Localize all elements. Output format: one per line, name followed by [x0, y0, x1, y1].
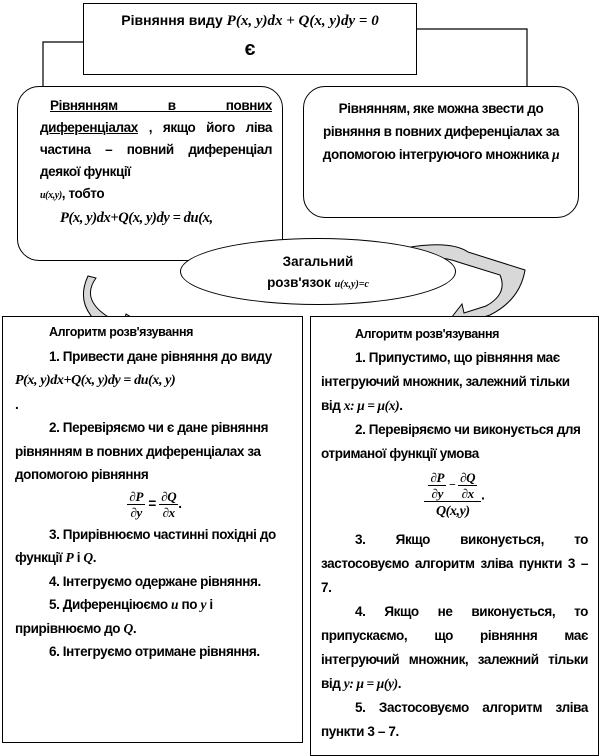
- frac-den: ∂x: [461, 486, 475, 501]
- step-text: 3. Прирівнюємо частинні похідні до функц…: [15, 526, 276, 566]
- exact-equation-tobto: , тобто: [61, 186, 105, 201]
- right-algorithm-box: Алгоритм розв'язування 1. Припустимо, що…: [310, 316, 599, 756]
- general-solution-formula: u(x,y)=c: [334, 279, 369, 290]
- right-step-4: 4. Якщо не виконується, то припускаємо, …: [321, 600, 588, 696]
- step-text: по: [181, 597, 198, 612]
- right-algorithm-title: Алгоритм розв'язування: [355, 327, 499, 341]
- step-text: і прирівнюємо до: [15, 597, 213, 636]
- frac-den: ∂x: [162, 504, 176, 520]
- left-algorithm-title: Алгоритм розв'язування: [49, 325, 193, 339]
- step-formula: x: μ = μ(x): [343, 398, 400, 413]
- frac-num: ∂Q: [458, 470, 478, 486]
- right-condition-formula: ∂P∂y − ∂Q∂x Q(x,y) .: [321, 470, 588, 522]
- general-solution-label: Загальний: [282, 254, 354, 269]
- step-end: .: [399, 398, 403, 413]
- right-step-1: 1. Припустимо, що рівняння має інтегруюч…: [321, 346, 588, 418]
- left-step-4: 4. Інтегруємо одержане рівняння.: [49, 573, 261, 589]
- step-end: .: [397, 676, 402, 691]
- frac-num: ∂Q: [159, 488, 179, 505]
- exact-equation-box: Рівнянням в повних диференціалах , якщо …: [17, 86, 283, 261]
- left-step-3: 3. Прирівнюємо частинні похідні до функц…: [15, 523, 294, 570]
- integrating-factor-text: Рівнянням, яке можна звести до рівняння …: [322, 101, 560, 162]
- step-end: .: [92, 550, 97, 565]
- var-u: u: [171, 597, 179, 612]
- step-formula: P(x, y)dx+Q(x, y)dy = du(x, y): [15, 373, 176, 388]
- connector-left: [42, 41, 83, 104]
- exact-equation-text: Рівнянням в повних диференціалах , якщо …: [40, 95, 272, 183]
- step-text: 1. Припустимо, що рівняння має інтегруюч…: [321, 350, 570, 413]
- general-solution-ellipse: Загальний розв'язок u(x,y)=c: [180, 238, 456, 305]
- exact-equation-tail: u(x,y), тобто: [40, 183, 272, 207]
- var-q: Q: [123, 620, 134, 636]
- step-text: 1. Привести дане рівняння до виду: [49, 348, 272, 364]
- is-label: є: [244, 38, 256, 60]
- left-step-5: 5. Диференціюємо u по y і прирівнюємо до…: [15, 593, 294, 640]
- left-algorithm-box: Алгоритм розв'язування 1. Привести дане …: [2, 316, 303, 743]
- equals: =: [148, 495, 156, 511]
- frac-den: Q(x,y): [435, 504, 470, 519]
- frac-num: ∂P: [428, 470, 447, 486]
- left-step-2: 2. Перевіряємо чи є дане рівняння рівнян…: [15, 420, 269, 482]
- exact-equation-formula: P(x, y)dx+Q(x, y)dy = du(x,: [60, 210, 213, 226]
- integrating-factor-box: Рівнянням, яке можна звести до рівняння …: [303, 86, 579, 218]
- connector-right: [416, 28, 528, 103]
- equation-type-box: Рівняння виду P(x, y)dx + Q(x, y)dy = 0 …: [83, 3, 417, 75]
- right-step-3: 3. Якщо виконується, то застосовуємо алг…: [321, 532, 588, 595]
- solution-label: розв'язок: [267, 275, 331, 290]
- var-q: Q: [83, 550, 93, 565]
- frac-num: ∂P: [127, 488, 145, 505]
- function-u: u(x,y): [40, 190, 62, 201]
- var-p: P: [65, 550, 74, 565]
- left-step-6: 6. Інтегруємо отримане рівняння.: [49, 644, 260, 659]
- minus: −: [448, 477, 456, 492]
- step-end: .: [481, 487, 485, 503]
- exact-equation-term: Рівнянням в повних диференціалах: [40, 98, 272, 135]
- right-step-2: 2. Перевіряємо чи виконується для отрима…: [321, 422, 581, 461]
- step-end: .: [178, 495, 182, 511]
- equation-type-formula: P(x, y)dx + Q(x, y)dy = 0: [226, 13, 379, 29]
- left-step-1: 1. Привести дане рівняння до виду P(x, y…: [15, 345, 294, 417]
- step-end: .: [15, 396, 19, 412]
- step-text: 4. Якщо не виконується, то припускаємо, …: [321, 604, 588, 691]
- equation-type-label: Рівняння виду: [121, 12, 223, 28]
- right-step-5: 5. Застосовуємо алгоритм зліва пункти 3 …: [321, 700, 588, 739]
- var-y: y: [200, 597, 207, 612]
- frac-den: ∂y: [431, 486, 444, 501]
- mu-symbol: μ: [552, 147, 560, 162]
- step-text: 5. Диференціюємо: [49, 597, 168, 612]
- step-end: .: [132, 620, 137, 636]
- frac-den: ∂y: [130, 504, 143, 520]
- step-formula: y: μ = μ(y): [343, 676, 398, 691]
- exact-equation-desc: , якщо його ліва частина – повний дифере…: [40, 120, 272, 179]
- left-derivative-condition: ∂P∂y = ∂Q∂x.: [15, 489, 294, 520]
- conj: і: [76, 550, 81, 565]
